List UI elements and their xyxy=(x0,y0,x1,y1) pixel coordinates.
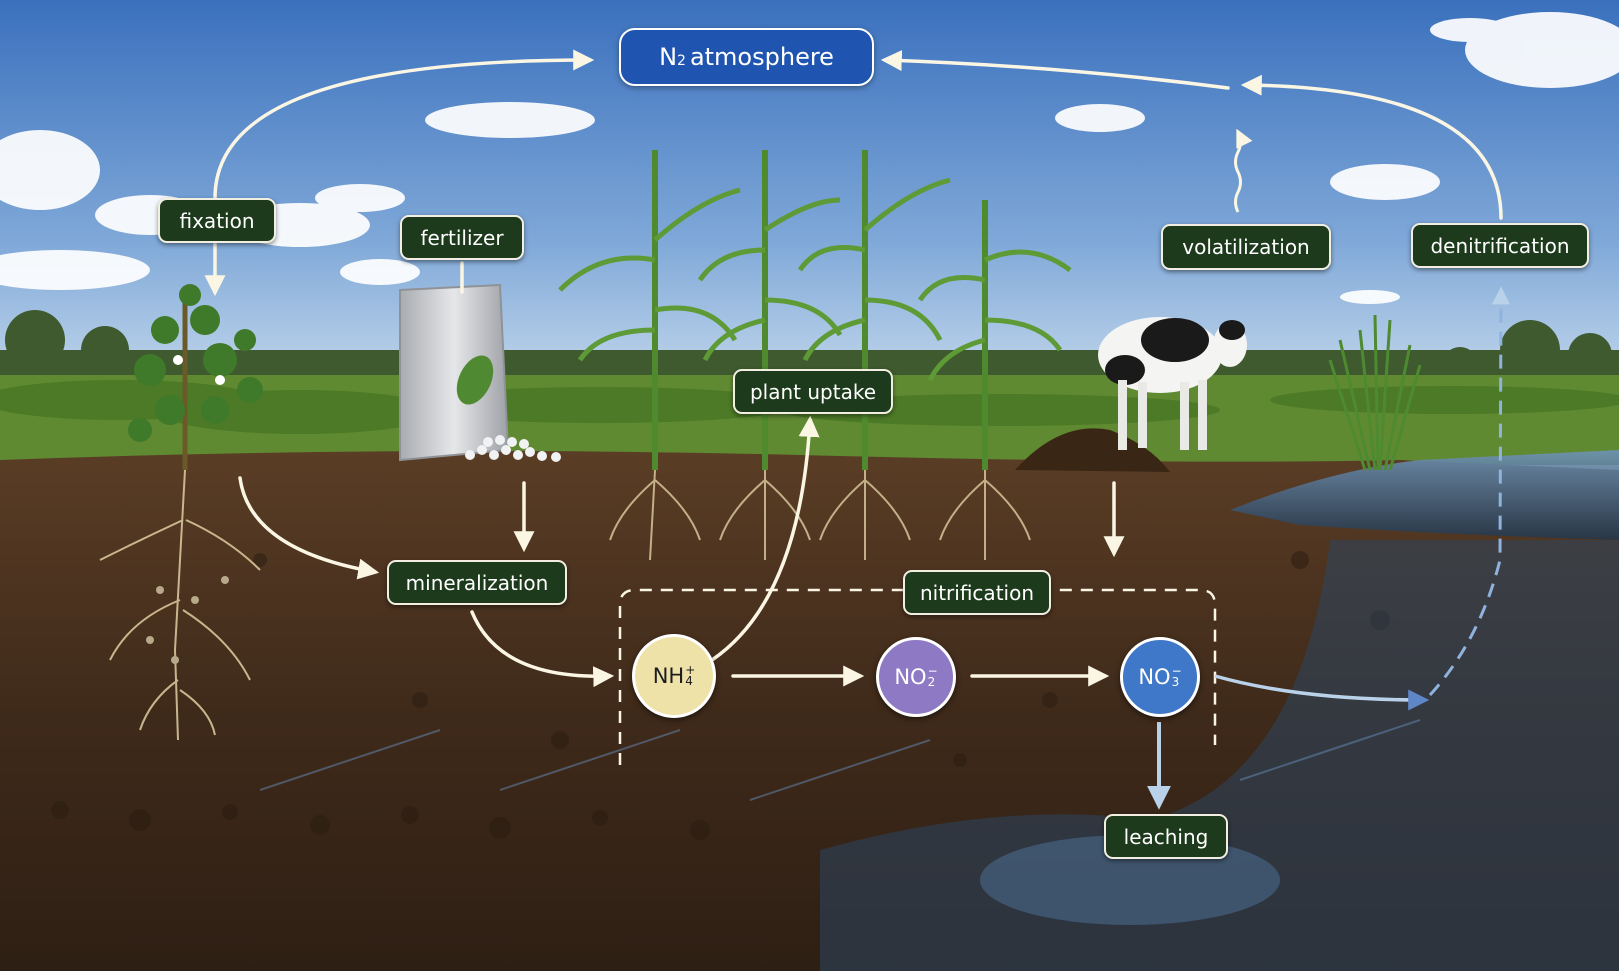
nitrate-base: NO xyxy=(1138,665,1170,689)
denitrification-label: denitrification xyxy=(1411,223,1589,268)
atmosphere-suffix: atmosphere xyxy=(690,43,834,71)
nitrate-subscript: 3 xyxy=(1172,677,1182,688)
fertilizer-label: fertilizer xyxy=(400,215,524,260)
leaching-label: leaching xyxy=(1104,814,1228,859)
ammonium-node: NH+4 xyxy=(632,634,716,718)
fixation-label: fixation xyxy=(158,198,276,243)
ammonium-base: NH xyxy=(653,664,685,688)
nitrite-node: NO−2 xyxy=(876,637,956,717)
nitrification-label: nitrification xyxy=(903,570,1051,615)
volatilization-label: volatilization xyxy=(1161,224,1331,270)
ammonium-subscript: 4 xyxy=(685,676,695,687)
atmosphere-subscript: 2 xyxy=(677,53,686,69)
nitrite-subscript: 2 xyxy=(928,677,938,688)
nitrite-base: NO xyxy=(894,665,926,689)
atmosphere-element: N xyxy=(659,43,677,71)
mineralization-label: mineralization xyxy=(387,560,567,605)
nitrate-node: NO−3 xyxy=(1120,637,1200,717)
plant-uptake-label: plant uptake xyxy=(733,369,893,414)
